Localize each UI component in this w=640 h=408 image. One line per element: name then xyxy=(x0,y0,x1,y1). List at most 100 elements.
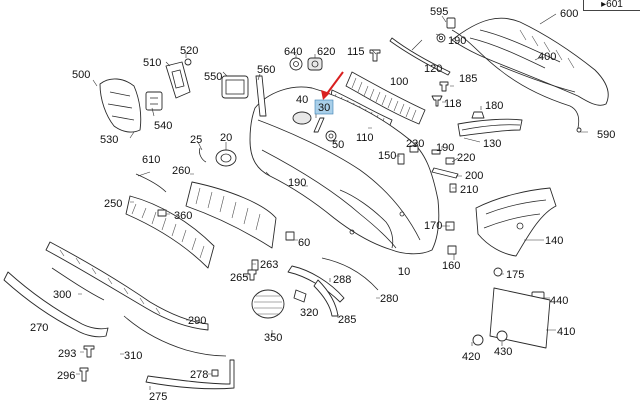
label-620[interactable]: 620 xyxy=(317,46,335,58)
label-190-low[interactable]: 190 xyxy=(288,177,306,189)
part-shape-160 xyxy=(447,245,457,255)
label-200[interactable]: 200 xyxy=(465,170,483,182)
label-610[interactable]: 610 xyxy=(142,154,160,166)
part-shape-175 xyxy=(493,267,503,277)
label-440[interactable]: 440 xyxy=(550,295,568,307)
red-pointer-arrow xyxy=(321,71,344,100)
label-250[interactable]: 250 xyxy=(104,198,122,210)
part-shape-115 xyxy=(369,49,381,62)
label-160[interactable]: 160 xyxy=(442,260,460,272)
label-130[interactable]: 130 xyxy=(483,138,501,150)
part-shape-190c xyxy=(185,181,277,249)
label-280[interactable]: 280 xyxy=(380,293,398,305)
part-shape-550 xyxy=(221,75,249,99)
label-190-mid[interactable]: 190 xyxy=(436,142,454,154)
label-10[interactable]: 10 xyxy=(398,266,410,278)
label-320[interactable]: 320 xyxy=(300,307,318,319)
label-263[interactable]: 263 xyxy=(260,259,278,271)
label-180[interactable]: 180 xyxy=(485,100,503,112)
part-shape-270 xyxy=(3,271,109,338)
label-430[interactable]: 430 xyxy=(494,346,512,358)
label-275[interactable]: 275 xyxy=(149,391,167,403)
part-shape-285 xyxy=(313,279,339,317)
label-288[interactable]: 288 xyxy=(333,274,351,286)
label-118[interactable]: 118 xyxy=(444,98,462,110)
label-640[interactable]: 640 xyxy=(284,46,302,58)
label-110[interactable]: 110 xyxy=(356,132,374,144)
part-shape-360 xyxy=(157,209,167,217)
label-350[interactable]: 350 xyxy=(264,332,282,344)
label-510[interactable]: 510 xyxy=(143,57,161,69)
part-shape-520 xyxy=(184,58,192,66)
label-170[interactable]: 170 xyxy=(424,220,442,232)
label-595[interactable]: 595 xyxy=(430,6,448,18)
label-550[interactable]: 550 xyxy=(204,71,222,83)
part-shape-140 xyxy=(475,187,557,257)
part-shape-296 xyxy=(79,367,89,382)
part-shape-595 xyxy=(446,17,456,29)
part-shape-230 xyxy=(409,145,419,153)
label-310[interactable]: 310 xyxy=(124,350,142,362)
label-520[interactable]: 520 xyxy=(180,45,198,57)
label-50[interactable]: 50 xyxy=(332,139,344,151)
label-500[interactable]: 500 xyxy=(72,69,90,81)
label-40[interactable]: 40 xyxy=(296,94,308,106)
label-20[interactable]: 20 xyxy=(220,132,232,144)
part-shape-30 xyxy=(313,117,325,133)
label-290[interactable]: 290 xyxy=(188,315,206,327)
label-410[interactable]: 410 xyxy=(557,326,575,338)
label-120[interactable]: 120 xyxy=(424,63,442,75)
part-shape-275 xyxy=(145,359,235,390)
label-270[interactable]: 270 xyxy=(30,322,48,334)
label-30[interactable]: 30 xyxy=(318,102,330,114)
label-360[interactable]: 360 xyxy=(174,210,192,222)
part-shape-150 xyxy=(397,153,405,165)
label-140[interactable]: 140 xyxy=(545,235,563,247)
highlight-box-30 xyxy=(314,99,334,115)
label-25[interactable]: 25 xyxy=(190,134,202,146)
part-shape-400 xyxy=(451,17,609,106)
part-shape-263 xyxy=(251,259,259,271)
part-shape-185 xyxy=(439,81,449,92)
label-220[interactable]: 220 xyxy=(457,152,475,164)
label-300[interactable]: 300 xyxy=(53,289,71,301)
page-reference-tab[interactable]: ▸601 xyxy=(583,0,640,11)
label-115[interactable]: 115 xyxy=(347,46,365,58)
label-150[interactable]: 150 xyxy=(378,150,396,162)
part-shape-60 xyxy=(285,231,295,241)
label-100[interactable]: 100 xyxy=(390,76,408,88)
label-600[interactable]: 600 xyxy=(560,8,578,20)
part-shape-100 xyxy=(345,71,426,125)
leader-lines xyxy=(40,13,588,390)
label-420[interactable]: 420 xyxy=(462,351,480,363)
label-560[interactable]: 560 xyxy=(257,64,275,76)
part-shape-290 xyxy=(45,241,209,331)
part-shape-265 xyxy=(247,269,257,281)
label-278[interactable]: 278 xyxy=(190,369,208,381)
part-shape-220 xyxy=(445,157,455,165)
label-400[interactable]: 400 xyxy=(538,51,556,63)
label-293[interactable]: 293 xyxy=(58,348,76,360)
label-296[interactable]: 296 xyxy=(57,370,75,382)
label-540[interactable]: 540 xyxy=(154,120,172,132)
label-265[interactable]: 265 xyxy=(230,272,248,284)
label-260[interactable]: 260 xyxy=(172,165,190,177)
label-210[interactable]: 210 xyxy=(460,184,478,196)
label-185[interactable]: 185 xyxy=(459,73,477,85)
part-shape-130 xyxy=(457,118,523,137)
label-60[interactable]: 60 xyxy=(298,237,310,249)
part-shape-278 xyxy=(211,369,219,377)
part-shape-540 xyxy=(145,91,163,111)
part-shape-640 xyxy=(289,57,303,71)
label-175[interactable]: 175 xyxy=(506,269,524,281)
label-530[interactable]: 530 xyxy=(100,134,118,146)
part-shape-190a xyxy=(436,33,446,43)
part-shape-120 xyxy=(389,37,451,76)
part-shape-620 xyxy=(307,57,323,71)
label-285[interactable]: 285 xyxy=(338,314,356,326)
label-190-top[interactable]: 190 xyxy=(448,35,466,47)
part-shape-293 xyxy=(83,345,95,358)
label-230[interactable]: 230 xyxy=(406,138,424,150)
label-590[interactable]: 590 xyxy=(597,129,615,141)
